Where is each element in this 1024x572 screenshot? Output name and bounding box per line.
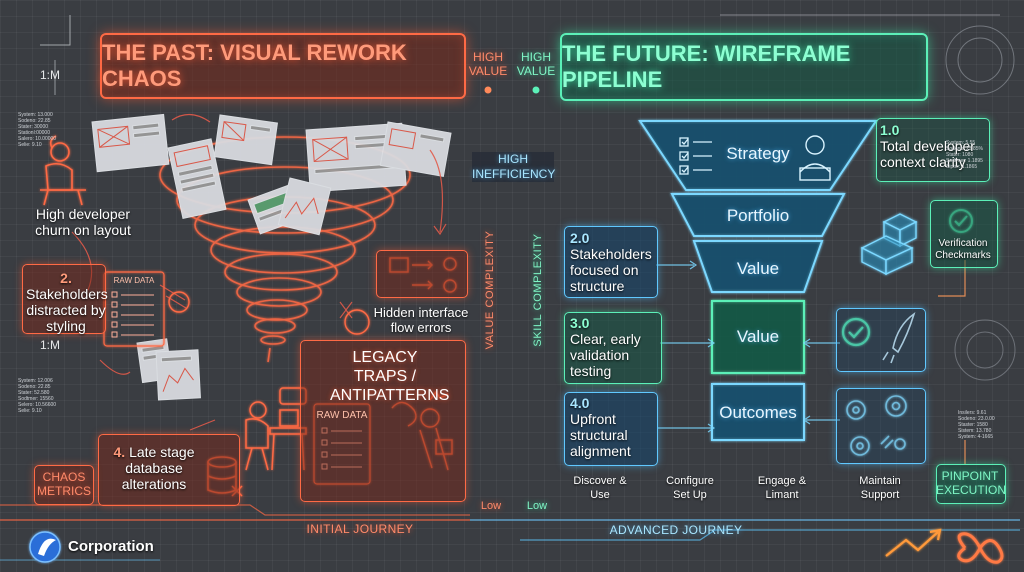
legacy-box — [300, 340, 466, 502]
raw-data-label-2: RAW DATA — [316, 410, 368, 421]
funnel-diagram — [638, 120, 878, 441]
checklist-icon — [679, 137, 712, 175]
s2-label: 2.0 Stakeholders focused on structure — [570, 230, 652, 294]
ratio-top: 1:M — [40, 68, 61, 82]
hidden-errors-label: Hidden interface flow errors — [373, 305, 469, 335]
low-right: Low — [526, 500, 548, 512]
legacy-label: LEGACY TRAPS / ANTIPATTERNS — [330, 349, 450, 404]
cube-stack-icon — [860, 213, 918, 276]
value-complexity-axis: VALUE COMPLEXITY — [484, 230, 496, 350]
s4-box — [564, 392, 658, 466]
chaos-metrics-label: CHAOS METRICS — [37, 470, 91, 498]
phase-engage: Engage & Limant — [757, 475, 807, 501]
developer-laptop-icon — [799, 135, 831, 181]
funnel-portfolio: Portfolio — [726, 206, 790, 225]
funnel-value-2: Value — [736, 327, 780, 346]
high-value-left: HIGH VALUE — [468, 50, 508, 78]
rocket-icon — [882, 312, 916, 364]
s1-box — [876, 118, 990, 182]
funnel-strategy: Strategy — [726, 144, 790, 163]
gears-icon — [846, 395, 907, 456]
developer-icon — [40, 135, 86, 206]
past-title: THE PAST: VISUAL REWORK CHAOS — [100, 33, 466, 99]
high-value-right: HIGH VALUE — [516, 50, 556, 78]
late-stage-box — [98, 434, 240, 506]
stakeholders-box — [22, 264, 106, 334]
initial-journey-label: INITIAL JOURNEY — [306, 522, 414, 536]
phase-maintain: Maintain Support — [859, 475, 901, 501]
wireframe-doc-icon — [91, 113, 452, 401]
desk-developer-icon — [245, 387, 307, 471]
churn-label: High developer churn on layout — [35, 206, 131, 238]
verification-box — [930, 200, 998, 268]
s2-box — [564, 226, 658, 298]
s1-label: 1.0 Total developer context clarity — [880, 122, 975, 170]
icons-panel-1 — [836, 308, 926, 372]
s3-box — [564, 312, 662, 384]
future-title: THE FUTURE: WIREFRAME PIPELINE — [560, 33, 928, 101]
skill-complexity-axis: SKILL COMPLEXITY — [532, 233, 544, 347]
ratio-mid: 1:M — [40, 338, 61, 352]
stakeholders-label: 2. Stakeholders distracted by styling — [26, 270, 108, 334]
icons-panel-2 — [836, 388, 926, 464]
s3-label: 3.0 Clear, early validation testing — [570, 315, 641, 379]
low-left: Low — [480, 500, 502, 512]
verification-label: Verification Checkmarks — [935, 238, 991, 261]
chaos-metrics-box — [34, 465, 94, 505]
high-inefficiency-label: HIGH INEFFICIENCY — [472, 152, 556, 182]
pinpoint-label: PINPOINT EXECUTION — [936, 469, 1007, 497]
late-stage-label: 4. Late stage database alterations — [113, 444, 195, 492]
hidden-errors-box — [376, 250, 468, 298]
infinity-logo-icon — [957, 532, 1004, 564]
advanced-journey-label: ADVANCED JOURNEY — [609, 523, 743, 537]
phase-configure: Configure Set Up — [666, 475, 714, 501]
s4-label: 4.0 Upfront structural alignment — [570, 395, 631, 459]
funnel-outcomes: Outcomes — [719, 403, 797, 422]
funnel-value-1: Value — [736, 259, 780, 278]
pinpoint-box — [936, 464, 1006, 504]
raw-data-label-1: RAW DATA — [113, 276, 155, 285]
corporation-logo-icon — [29, 531, 61, 563]
checkmark-icon — [841, 317, 871, 347]
trend-arrow-icon — [885, 528, 942, 557]
brand-name: Corporation — [68, 538, 154, 555]
phase-discover: Discover & Use — [573, 475, 627, 501]
